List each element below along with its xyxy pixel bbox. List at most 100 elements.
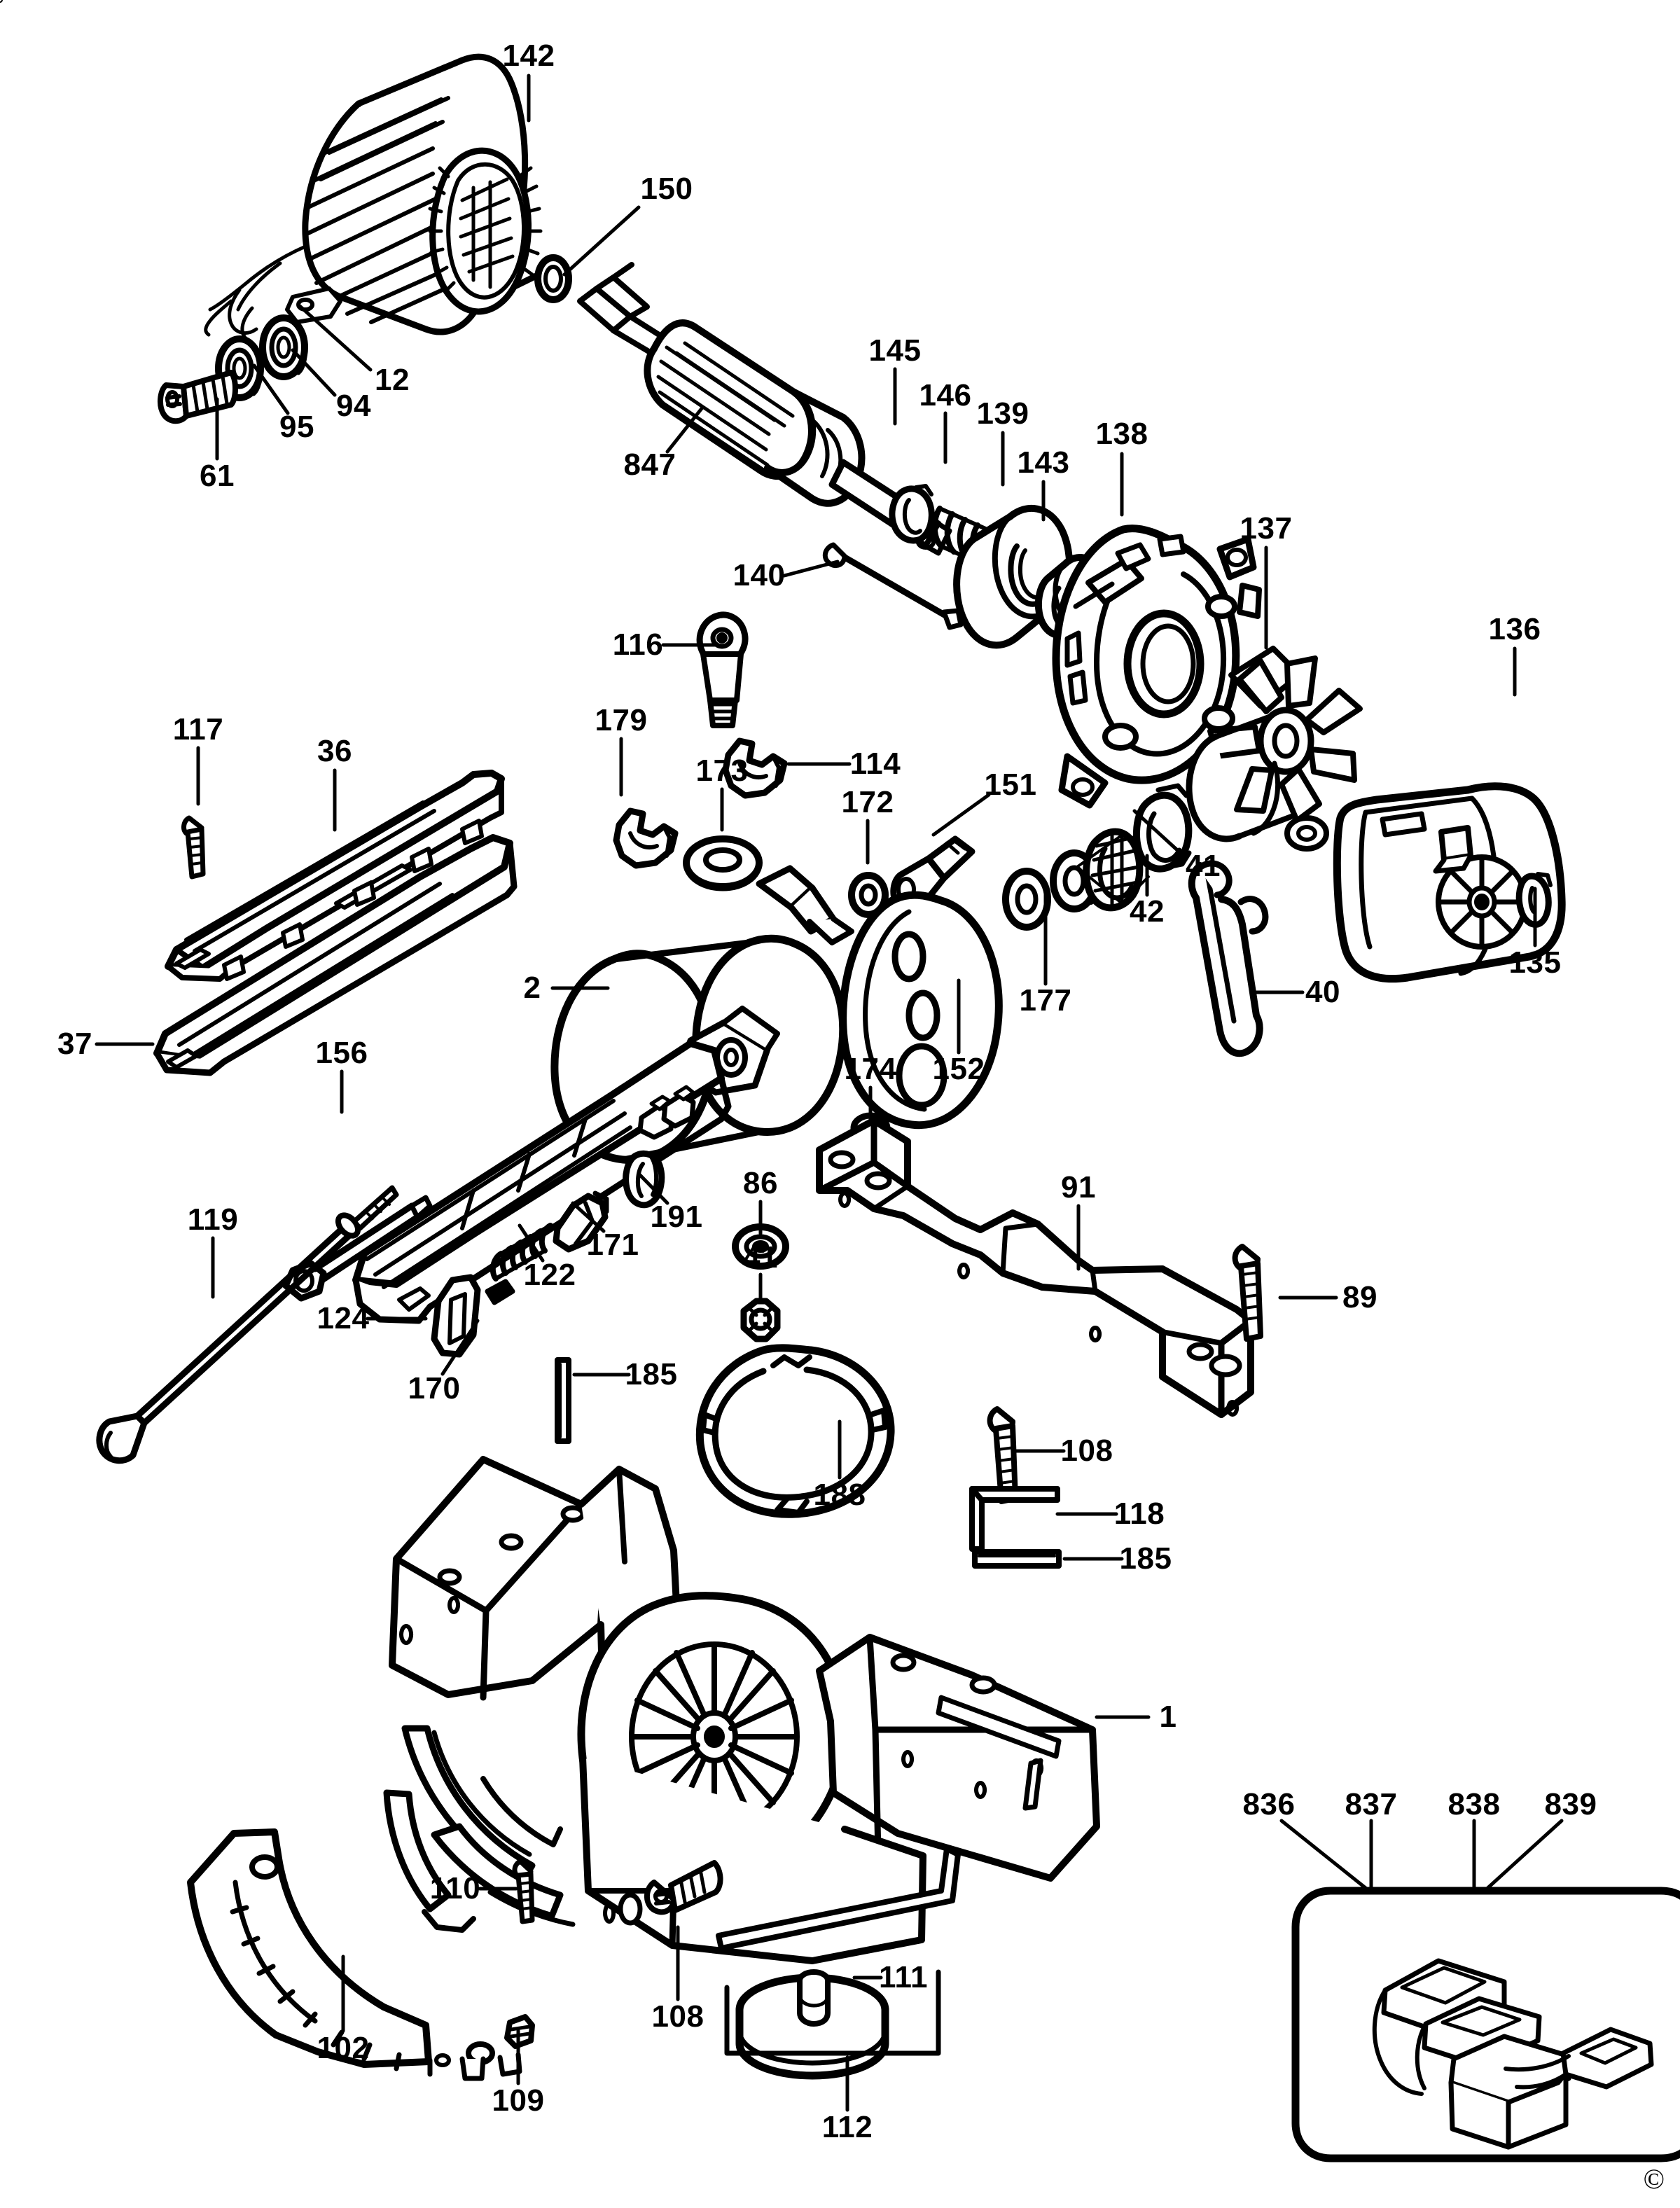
callout-143: 143 (1017, 445, 1070, 480)
callout-36: 36 (317, 734, 352, 768)
callout-109: 109 (492, 2083, 545, 2118)
inset-836-839 (1291, 1887, 1680, 2162)
callout-838: 838 (1448, 1787, 1501, 1821)
leader-line-95 (252, 363, 290, 415)
callout-42: 42 (1130, 894, 1165, 929)
callout-86: 86 (743, 1166, 778, 1200)
part-61-screw (158, 370, 238, 424)
part-108b-screw (644, 1860, 723, 1915)
callout-140: 140 (733, 558, 786, 592)
part-185b-rod (972, 1549, 1062, 1569)
callout-116: 116 (612, 627, 664, 662)
leader-line-122 (518, 1223, 545, 1263)
part-188-retaining-ring (695, 1344, 895, 1518)
leader-line-140 (782, 560, 840, 578)
leader-line-151 (931, 793, 991, 837)
callout-146: 146 (919, 378, 972, 412)
part-171-detent-pin (553, 1190, 609, 1253)
callout-40: 40 (1305, 975, 1340, 1009)
callout-137: 137 (1240, 511, 1293, 546)
callout-111: 111 (878, 1960, 929, 1994)
part-37-fence-lower (153, 834, 518, 1076)
part-117-screw (181, 815, 206, 880)
part-145-retaining-ring (889, 484, 935, 544)
leader-line-847 (665, 405, 704, 454)
callout-152: 152 (932, 1052, 985, 1086)
callout-110: 110 (429, 1871, 481, 1905)
callout-41: 41 (1186, 849, 1221, 883)
callout-108: 108 (1060, 1433, 1113, 1468)
leader-line-839 (1483, 1819, 1564, 1893)
callout-118: 118 (1113, 1497, 1165, 1531)
leader-line-94 (291, 348, 337, 397)
part-116-shoulder-bolt (696, 611, 749, 728)
part-150-washer (534, 254, 572, 303)
leader-line-191 (638, 1173, 669, 1205)
part-136-motor-cover (1333, 782, 1566, 983)
part-41-bearing (1133, 783, 1193, 873)
callout-156: 156 (315, 1036, 368, 1070)
callout-91: 91 (1061, 1170, 1096, 1204)
part-122-spring (490, 1223, 553, 1282)
part-36-fence-upper (165, 770, 505, 982)
part-138-gear-case (1052, 525, 1262, 809)
part-89-screw (1232, 1244, 1263, 1342)
callout-836: 836 (1242, 1787, 1296, 1821)
part-119-handle-rod (96, 1185, 399, 1464)
part-152-cam-plate (839, 891, 1003, 1130)
callout-138: 138 (1095, 417, 1148, 451)
part-185-rod (555, 1357, 571, 1444)
part-110-screw (512, 1859, 535, 1924)
callout-114: 114 (849, 747, 901, 781)
part-170-pin (485, 1279, 515, 1305)
callout-135: 135 (1508, 945, 1562, 980)
part-124-lever (431, 1274, 481, 1358)
callout-2: 2 (523, 971, 541, 1005)
callout-108b: 108 (651, 1999, 704, 2034)
part-102-scale-arc (187, 1828, 522, 2081)
part-40-wire-clip (1188, 860, 1269, 1057)
leader-line-150 (562, 205, 641, 277)
callout-150: 150 (640, 172, 693, 206)
part-142-stator (204, 53, 557, 340)
callout-119: 119 (187, 1202, 239, 1237)
part-114-bracket (722, 737, 788, 799)
part-172-small-washer (848, 872, 889, 918)
callout-102: 102 (317, 2031, 370, 2065)
part-118-hex-key (969, 1486, 1060, 1552)
leader-line-12 (298, 304, 373, 372)
callout-112: 112 (821, 2110, 873, 2144)
callout-177: 177 (1019, 983, 1072, 1018)
part-2-saw-arm (352, 865, 854, 1324)
part-91-support-bracket (816, 1117, 1254, 1418)
callout-142: 142 (502, 39, 555, 73)
callout-145: 145 (868, 333, 922, 368)
part-173-washer (683, 835, 763, 891)
callout-151: 151 (984, 768, 1037, 802)
part-12-plate (285, 286, 342, 324)
part-1-base-casting (0, 0, 1100, 1964)
copyright-mark: © (1643, 2163, 1665, 2195)
callout-117: 117 (172, 712, 224, 747)
callout-41b: 41 (743, 1240, 778, 1275)
callout-122: 122 (523, 1258, 576, 1292)
callout-179: 179 (595, 703, 648, 737)
part-111-screw (797, 1969, 831, 2027)
callout-191: 191 (650, 1200, 703, 1234)
callout-170: 170 (408, 1371, 461, 1405)
part-41b-bearing (740, 1298, 781, 1342)
callout-61: 61 (200, 459, 235, 493)
callout-95: 95 (279, 410, 314, 444)
callout-94: 94 (336, 389, 371, 423)
callout-847: 847 (623, 447, 676, 482)
callout-171: 171 (586, 1228, 639, 1262)
callout-172: 172 (841, 785, 894, 819)
callout-837: 837 (1345, 1787, 1398, 1821)
callout-139: 139 (976, 396, 1029, 431)
leader-line-41 (1132, 809, 1186, 858)
callout-12: 12 (375, 363, 410, 397)
callout-89: 89 (1342, 1280, 1377, 1314)
part-140-long-pin (822, 542, 964, 630)
